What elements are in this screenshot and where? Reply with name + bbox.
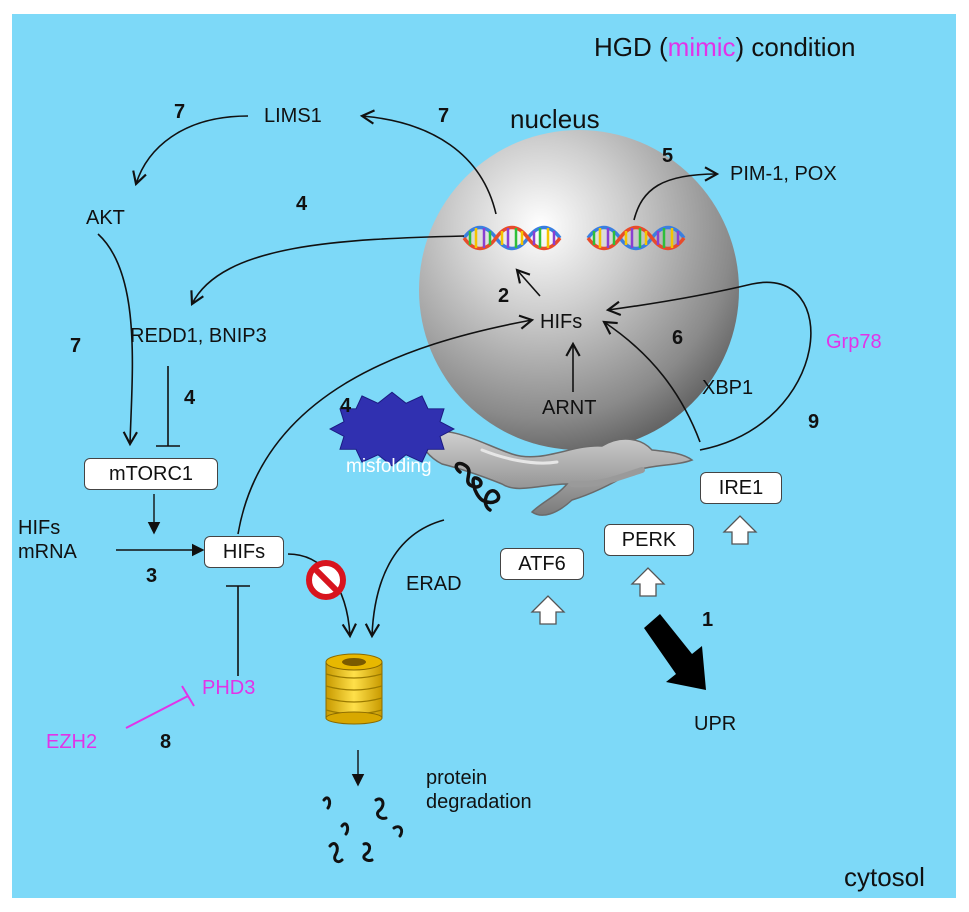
xbp1-label: XBP1 (702, 377, 754, 399)
dna-helix-right (586, 225, 686, 251)
title-prefix: HGD ( (594, 32, 668, 62)
hifs-mrna-label-1: HIFs (18, 517, 61, 539)
erad-label: ERAD (406, 573, 462, 595)
pim1-pox-label: PIM-1, POX (730, 163, 837, 185)
step-5: 5 (662, 145, 674, 167)
redd1-bnip3-label: REDD1, BNIP3 (130, 325, 267, 347)
title-suffix: ) condition (735, 32, 856, 62)
step-4-mtor: 4 (184, 387, 196, 409)
protein-degradation-label-2: degradation (426, 791, 532, 813)
proteasome-icon (325, 653, 383, 725)
step-2: 2 (498, 285, 510, 307)
diagram-graphics (97, 109, 812, 864)
hifs-nuclear-label: HIFs (540, 311, 583, 333)
hifs-mrna-label-2: mRNA (18, 541, 77, 563)
lims1-label: LIMS1 (264, 105, 322, 127)
step-4-hif: 4 (340, 395, 352, 417)
pathway-arrows (97, 109, 812, 787)
step-6: 6 (672, 327, 684, 349)
misfolding-label: misfolding (346, 456, 432, 477)
step-7-left: 7 (174, 101, 186, 123)
ezh2-inhibition (125, 685, 195, 729)
dna-helix-left (462, 225, 562, 251)
misfolded-protein-icon (454, 461, 501, 512)
peptide-fragments (322, 796, 404, 864)
cytosol-label: cytosol (844, 862, 925, 892)
step-8: 8 (160, 731, 172, 753)
upr-arrow (644, 614, 706, 690)
title: HGD (mimic) condition (594, 34, 856, 60)
grp78-label: Grp78 (826, 331, 882, 353)
perk-box: PERK (604, 524, 694, 556)
upr-label: UPR (694, 713, 737, 735)
step-7-mid: 7 (438, 105, 450, 127)
step-7-akt: 7 (70, 335, 82, 357)
ire1-box: IRE1 (700, 472, 782, 504)
atf6-box: ATF6 (500, 548, 584, 580)
phd3-label: PHD3 (202, 677, 256, 699)
up-arrows (530, 515, 758, 625)
mtorc1-box: mTORC1 (84, 458, 218, 490)
hifs-cyto-box: HIFs (204, 536, 284, 568)
title-highlight: mimic (667, 32, 736, 62)
step-1: 1 (702, 609, 714, 631)
step-4-redd: 4 (296, 193, 308, 215)
akt-label: AKT (86, 207, 125, 229)
diagram-canvas: HGD (mimic) condition nucleus cytosol LI… (12, 14, 956, 898)
arnt-label: ARNT (542, 397, 597, 419)
step-9: 9 (808, 411, 820, 433)
nucleus-label: nucleus (510, 104, 600, 134)
misfolding-star (328, 391, 456, 467)
step-3: 3 (146, 565, 158, 587)
protein-degradation-label-1: protein (426, 767, 488, 789)
block-icon (306, 560, 346, 600)
ezh2-label: EZH2 (46, 731, 98, 753)
